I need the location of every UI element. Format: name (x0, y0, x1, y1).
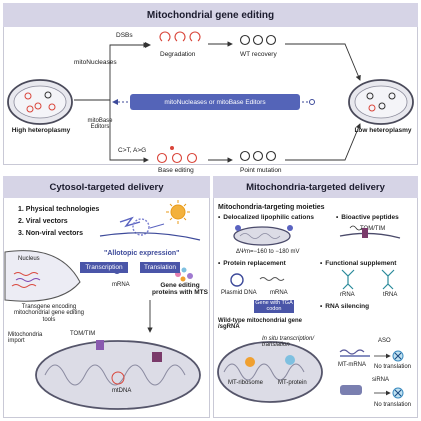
cations-label: Delocalized lipophilic cations (218, 214, 314, 222)
gene-tga-box: Gene with TGA codon (254, 300, 294, 313)
import-label: Mitochondria import (8, 332, 43, 345)
wt-recovery-label: WT recovery (240, 51, 277, 58)
banner-mitonucleases-or-mitobase: mitoNucleases or mitoBase Editors (130, 94, 300, 110)
rrna-label: rRNA (340, 292, 355, 298)
right-header: Mitochondria-targeted delivery (213, 176, 418, 198)
aso-label: ASO (378, 338, 391, 344)
dsbs-label: DSBs (116, 32, 133, 39)
protein-label: MT-protein (278, 380, 307, 386)
mrna-label: mRNA (112, 282, 130, 288)
no-translation-2: No translation (374, 402, 412, 408)
top-header: Mitochondrial gene editing (3, 3, 418, 27)
sirna-label: siRNA (372, 377, 390, 383)
base-editing-label: Base editing (158, 167, 194, 174)
tomtim-label-left: TOM/TIM (70, 331, 96, 337)
trna-label: tRNA (383, 292, 398, 298)
point-mutation-label: Point mutation (240, 167, 282, 174)
plasmid-label: Plasmid DNA (221, 290, 257, 296)
conversion-label: C>T, A>G (118, 147, 147, 154)
translation-box: Translation (140, 262, 180, 273)
mt-mrna-label: MT-mRNA (338, 362, 366, 368)
top-panel (3, 3, 418, 165)
mitobase-label: mitoBase Editors (87, 118, 113, 131)
silencing-label: RNA silencing (320, 303, 369, 311)
transcription-box: Transcription (80, 262, 128, 273)
allotopic-label: "Allotopic expression" (104, 250, 180, 257)
mrna-right-label: mRNA (270, 290, 288, 296)
nucleus-label: Nucleus (18, 256, 40, 262)
high-heteroplasmy-label: High heteroplasmy (11, 127, 71, 134)
degradation-label: Degradation (160, 51, 196, 58)
tomtim-label-right: TOM/TIM (360, 226, 386, 232)
low-heteroplasmy-label: Low heteroplasmy (354, 127, 412, 134)
method-1: 1. Physical technologies (18, 206, 100, 213)
method-3: 3. Non-viral vectors (18, 230, 83, 237)
mtdna-label: mtDNA (112, 388, 132, 394)
mitonucleases-label: mitoNucleases (74, 59, 117, 66)
replacement-label: Protein replacement (218, 260, 286, 268)
ribosome-label: MT-ribosome (228, 380, 264, 386)
supplement-label: Functional supplement (320, 260, 396, 268)
moieties-label: Mitochondria-targeting moieties (218, 204, 325, 211)
transgene-label: Transgene encoding mitochondrial gene ed… (13, 304, 85, 323)
method-2: 2. Viral vectors (18, 218, 68, 225)
peptides-label: Bioactive peptides (336, 214, 398, 222)
left-header: Cytosol-targeted delivery (3, 176, 210, 198)
insitu-label: In situ transcription/ translation (262, 336, 315, 349)
wildtype-label: Wild-type mitochondrial gene /sgRNA (218, 318, 302, 331)
no-translation-1: No translation (374, 364, 412, 370)
gene-editing-proteins-label: Gene editing proteins with MTS (152, 282, 208, 296)
potential-label: ΔΨm=−160 to −180 mV (236, 249, 300, 255)
